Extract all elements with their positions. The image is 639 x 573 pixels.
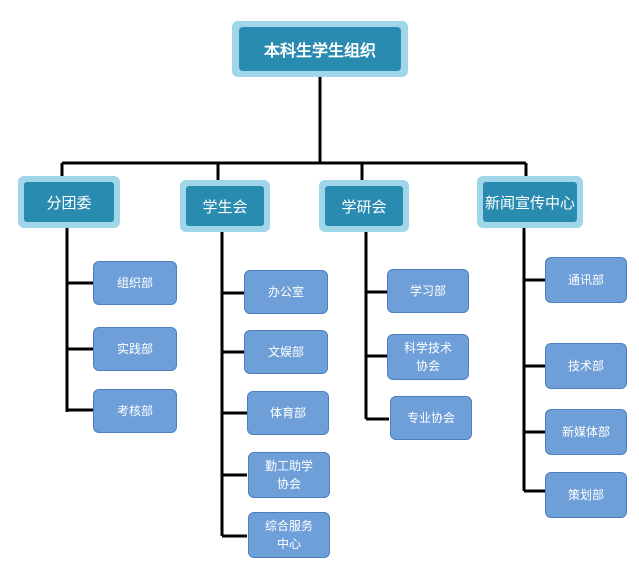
leaf-node-0-1: 实践部: [93, 327, 177, 371]
leaf-node-1-3: 勤工助学 协会: [248, 452, 330, 498]
branch-node-0: 分团委: [24, 182, 114, 222]
leaf-node-2-1: 科学技术 协会: [387, 334, 469, 380]
branch-node-2: 学研会: [325, 186, 403, 226]
leaf-node-1-2: 体育部: [247, 391, 329, 435]
branch-node-3: 新闻宣传中心: [483, 182, 577, 222]
leaf-node-0-2: 考核部: [93, 389, 177, 433]
leaf-node-3-3: 策划部: [545, 472, 627, 518]
leaf-node-1-1: 文娱部: [244, 330, 328, 374]
leaf-node-3-1: 技术部: [545, 343, 627, 389]
leaf-node-1-4: 综合服务 中心: [248, 512, 330, 558]
root-node: 本科生学生组织: [239, 27, 401, 71]
leaf-node-3-2: 新媒体部: [545, 409, 627, 455]
leaf-node-1-0: 办公室: [244, 270, 328, 314]
leaf-node-2-0: 学习部: [387, 269, 469, 313]
leaf-node-3-0: 通讯部: [545, 257, 627, 303]
leaf-node-0-0: 组织部: [93, 261, 177, 305]
leaf-node-2-2: 专业协会: [390, 396, 472, 440]
branch-node-1: 学生会: [186, 186, 264, 226]
